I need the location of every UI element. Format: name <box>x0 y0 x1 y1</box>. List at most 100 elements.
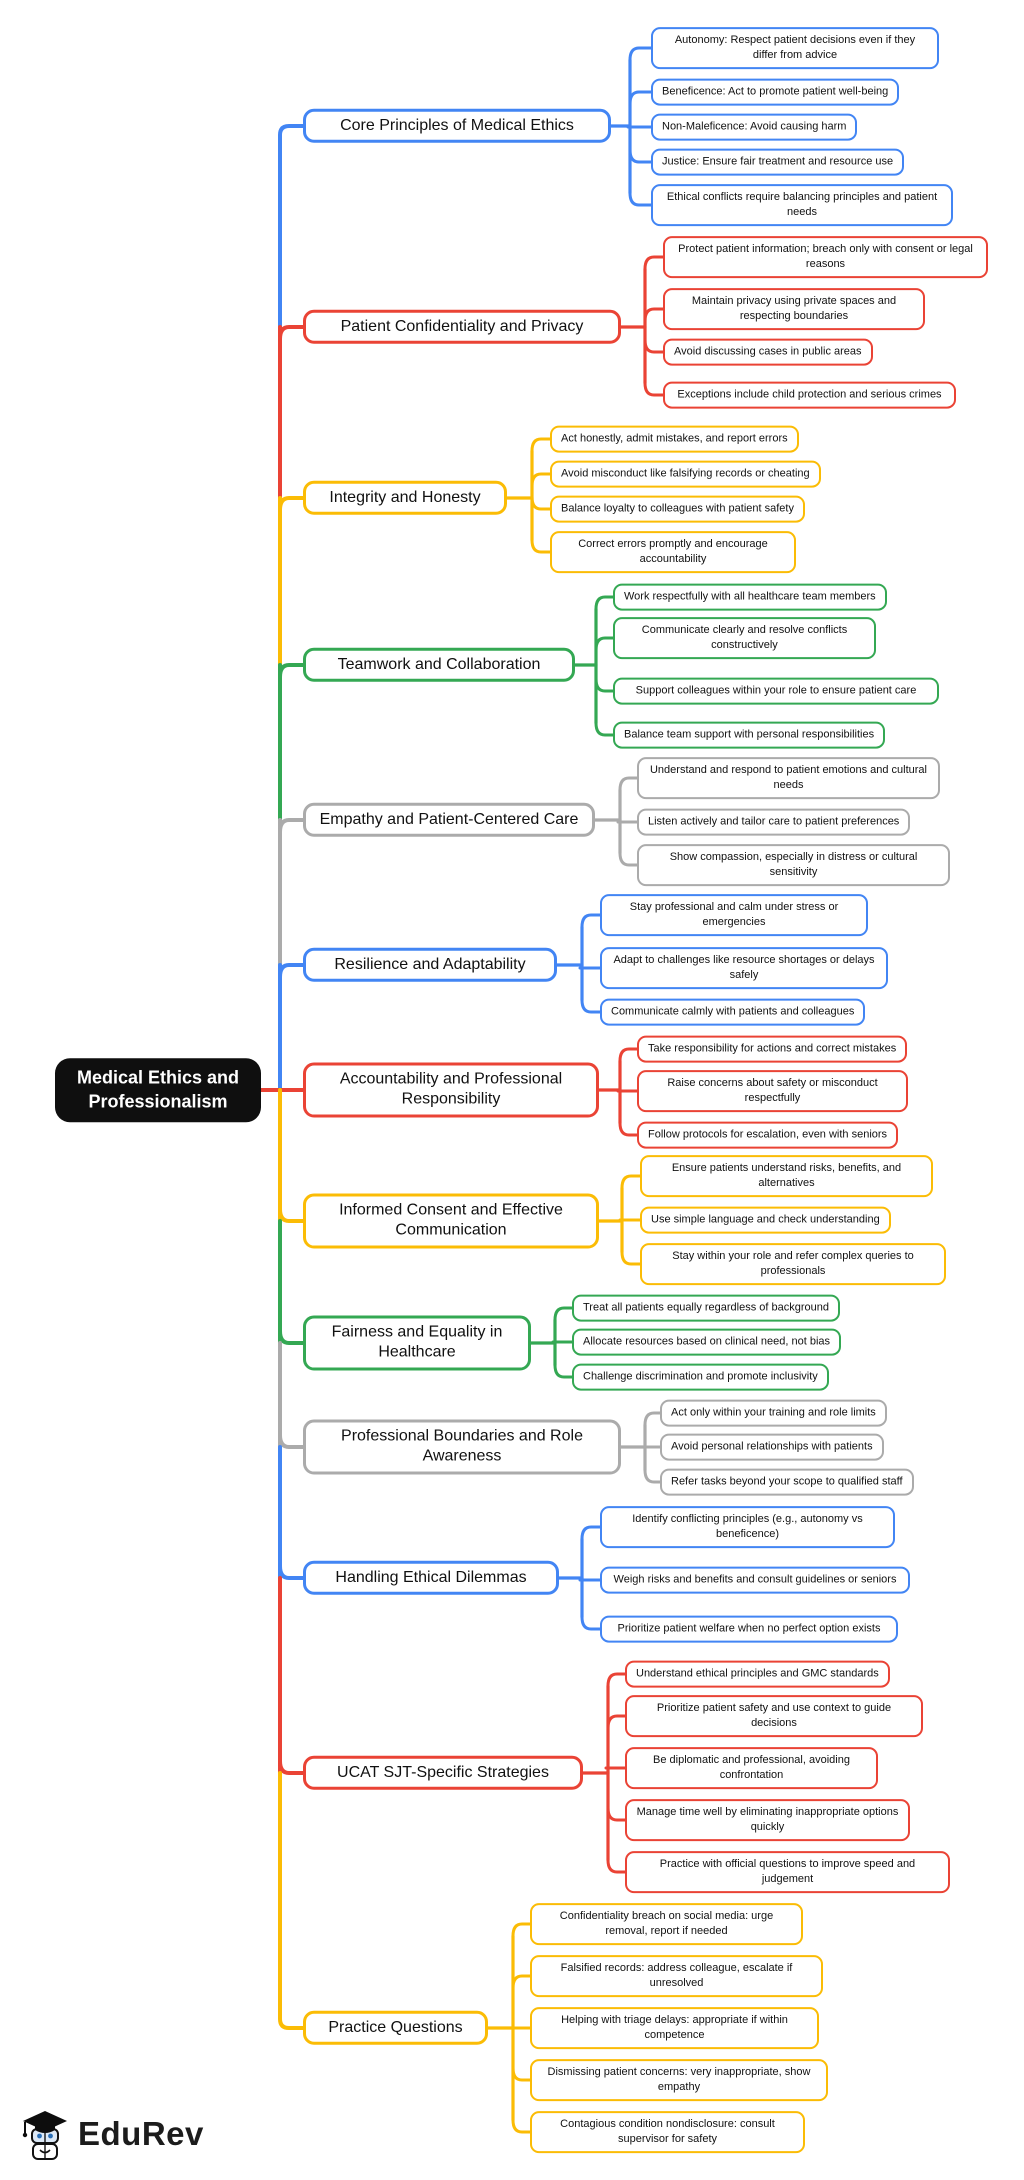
branch-node-9: Professional Boundaries and Role Awarene… <box>303 1419 621 1475</box>
child-node-10-1: Weigh risks and benefits and consult gui… <box>600 1566 910 1594</box>
child-node-2-2: Balance loyalty to colleagues with patie… <box>550 495 805 523</box>
child-node-12-2: Helping with triage delays: appropriate … <box>530 2007 819 2049</box>
branch-node-11: UCAT SJT-Specific Strategies <box>303 1755 583 1791</box>
connector <box>278 963 310 979</box>
branch-node-4: Empathy and Patient-Centered Care <box>303 802 595 838</box>
child-node-1-0: Protect patient information; breach only… <box>663 236 988 278</box>
connector <box>628 148 658 164</box>
connector <box>511 2118 537 2134</box>
connector <box>618 851 644 867</box>
root-node: Medical Ethics and Professionalism <box>55 1058 261 1122</box>
child-node-7-0: Ensure patients understand risks, benefi… <box>640 1155 933 1197</box>
child-node-11-3: Manage time well by eliminating inapprop… <box>625 1799 910 1841</box>
child-node-11-2: Be diplomatic and professional, avoiding… <box>625 1747 878 1789</box>
connector <box>606 1806 632 1822</box>
connector <box>580 998 607 1014</box>
child-node-2-1: Avoid misconduct like falsifying records… <box>550 460 821 488</box>
connector <box>618 1121 644 1137</box>
edurev-logo[interactable]: EduRev <box>20 2106 204 2162</box>
connector <box>278 325 310 341</box>
branch-node-1: Patient Confidentiality and Privacy <box>303 309 621 345</box>
connector <box>594 677 620 693</box>
connector <box>628 90 658 106</box>
child-node-2-0: Act honestly, admit mistakes, and report… <box>550 425 799 453</box>
connector <box>278 124 310 329</box>
connector <box>606 1672 632 1688</box>
connector <box>620 1250 647 1266</box>
connector <box>278 1771 310 2030</box>
branch-node-12: Practice Questions <box>303 2010 488 2046</box>
child-node-4-0: Understand and respond to patient emotio… <box>637 757 940 799</box>
child-node-6-2: Follow protocols for escalation, even wi… <box>637 1121 899 1149</box>
child-node-11-0: Understand ethical principles and GMC st… <box>625 1660 890 1688</box>
child-node-4-2: Show compassion, especially in distress … <box>637 844 950 886</box>
connector <box>628 191 658 207</box>
connector <box>580 913 607 929</box>
connector <box>594 595 620 611</box>
branch-node-3: Teamwork and Collaboration <box>303 647 575 683</box>
connector <box>580 1615 607 1631</box>
edurev-logo-icon <box>22 2111 67 2160</box>
connector <box>511 1922 537 1938</box>
child-node-5-1: Adapt to challenges like resource shorta… <box>600 947 888 989</box>
child-node-10-0: Identify conflicting principles (e.g., a… <box>600 1506 895 1548</box>
connector <box>594 636 620 652</box>
branch-node-5: Resilience and Adaptability <box>303 947 557 983</box>
connector <box>530 437 557 453</box>
child-node-6-1: Raise concerns about safety or misconduc… <box>637 1070 908 1112</box>
child-node-8-2: Challenge discrimination and promote inc… <box>572 1363 829 1391</box>
connector <box>278 1329 310 1345</box>
connector <box>643 255 670 271</box>
child-node-7-2: Stay within your role and refer complex … <box>640 1243 946 1285</box>
child-node-0-1: Beneficence: Act to promote patient well… <box>651 78 900 106</box>
child-node-11-1: Prioritize patient safety and use contex… <box>625 1695 923 1737</box>
connector <box>643 1468 667 1484</box>
connector <box>606 1858 632 1874</box>
child-node-10-2: Prioritize patient welfare when no perfe… <box>600 1615 898 1643</box>
child-node-12-3: Dismissing patient concerns: very inappr… <box>530 2059 828 2101</box>
connector <box>594 721 620 737</box>
connector <box>553 1363 579 1379</box>
connector <box>628 46 658 62</box>
connector <box>278 496 310 512</box>
child-node-5-2: Communicate calmly with patients and col… <box>600 998 866 1026</box>
child-node-5-0: Stay professional and calm under stress … <box>600 894 868 936</box>
child-node-0-2: Non-Maleficence: Avoid causing harm <box>651 113 858 141</box>
child-node-1-3: Exceptions include child protection and … <box>663 381 956 409</box>
connector <box>643 381 670 397</box>
connector <box>618 776 644 792</box>
child-node-3-1: Communicate clearly and resolve conflict… <box>613 617 876 659</box>
child-node-1-1: Maintain privacy using private spaces an… <box>663 288 925 330</box>
child-node-8-1: Allocate resources based on clinical nee… <box>572 1328 842 1356</box>
branch-node-6: Accountability and Professional Responsi… <box>303 1062 599 1118</box>
connector <box>278 1759 310 1775</box>
child-node-4-1: Listen actively and tailor care to patie… <box>637 808 911 836</box>
child-node-3-3: Balance team support with personal respo… <box>613 721 886 749</box>
connector <box>278 1433 310 1449</box>
child-node-12-1: Falsified records: address colleague, es… <box>530 1955 823 1997</box>
branch-node-0: Core Principles of Medical Ethics <box>303 108 611 144</box>
connector <box>606 1714 632 1730</box>
connector <box>530 495 557 511</box>
connector <box>511 2066 537 2082</box>
child-node-11-4: Practice with official questions to impr… <box>625 1851 950 1893</box>
child-node-12-4: Contagious condition nondisclosure: cons… <box>530 2111 805 2153</box>
child-node-2-3: Correct errors promptly and encourage ac… <box>550 531 796 573</box>
child-node-9-1: Avoid personal relationships with patien… <box>660 1433 884 1461</box>
child-node-9-2: Refer tasks beyond your scope to qualifi… <box>660 1468 914 1496</box>
child-node-9-0: Act only within your training and role l… <box>660 1399 887 1427</box>
branch-node-10: Handling Ethical Dilemmas <box>303 1560 559 1596</box>
connector <box>618 1047 644 1063</box>
connector <box>278 1564 310 1580</box>
child-node-12-0: Confidentiality breach on social media: … <box>530 1903 803 1945</box>
child-node-8-0: Treat all patients equally regardless of… <box>572 1294 841 1322</box>
connector <box>620 1174 647 1190</box>
child-node-0-0: Autonomy: Respect patient decisions even… <box>651 27 939 69</box>
connector <box>643 338 670 354</box>
connector <box>530 472 557 488</box>
edurev-logo-text: EduRev <box>78 2115 204 2152</box>
connector <box>278 818 310 834</box>
connector <box>580 1525 607 1541</box>
